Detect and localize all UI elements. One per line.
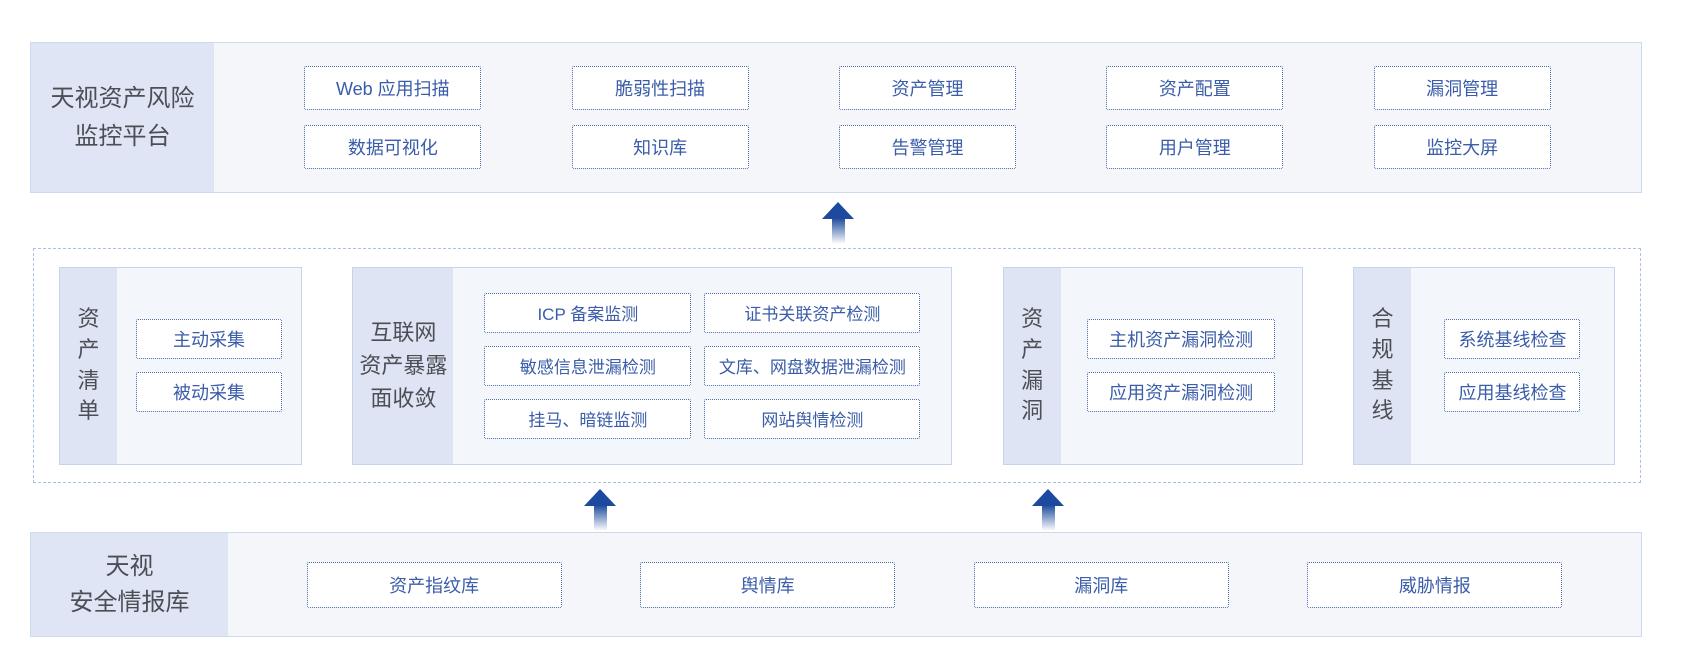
up-arrow-head bbox=[822, 202, 854, 219]
intel-base-title-line: 天视 bbox=[105, 552, 154, 580]
knowledge-base-chip: 知识库 bbox=[571, 125, 749, 169]
fragility-scan-chip: 脆弱性扫描 bbox=[571, 66, 749, 110]
asset-vuln-items: 主机资产漏洞检测 应用资产漏洞检测 bbox=[1061, 268, 1302, 464]
passive-collect-chip: 被动采集 bbox=[136, 372, 282, 412]
asset-inventory-group: 资产清单 主动采集 被动采集 bbox=[59, 266, 302, 465]
vuln-db-chip: 漏洞库 bbox=[973, 561, 1229, 608]
website-opinion-chip: 网站舆情检测 bbox=[704, 398, 921, 439]
platform-title-line: 天视资产风险 bbox=[50, 85, 195, 113]
platform-title: 天视资产风险 监控平台 bbox=[31, 43, 214, 192]
asset-vuln-group: 资产漏洞 主机资产漏洞检测 应用资产漏洞检测 bbox=[1002, 266, 1303, 465]
active-collect-chip: 主动采集 bbox=[136, 319, 282, 359]
asset-fingerprint-db-chip: 资产指纹库 bbox=[306, 561, 562, 608]
intel-base-title: 天视 安全情报库 bbox=[31, 533, 228, 636]
internet-exposure-label-line: 互联网 bbox=[370, 320, 437, 345]
intel-base-band: 天视 安全情报库 资产指纹库 舆情库 漏洞库 威胁情报 bbox=[30, 532, 1642, 637]
alert-mgmt-chip: 告警管理 bbox=[838, 125, 1016, 169]
up-arrow-head bbox=[1032, 489, 1064, 506]
platform-modules-row1: Web 应用扫描 脆弱性扫描 资产管理 资产配置 漏洞管理 bbox=[214, 66, 1641, 110]
compliance-baseline-group: 合规基线 系统基线检查 应用基线检查 bbox=[1352, 266, 1615, 465]
up-arrow-tail bbox=[1041, 505, 1055, 531]
up-arrow-icon bbox=[584, 489, 616, 531]
up-arrow-tail bbox=[831, 218, 845, 244]
threat-intel-chip: 威胁情报 bbox=[1307, 561, 1563, 608]
intel-base-title-line: 安全情报库 bbox=[69, 588, 190, 616]
vuln-mgmt-chip: 漏洞管理 bbox=[1373, 66, 1551, 110]
app-vuln-detect-chip: 应用资产漏洞检测 bbox=[1087, 372, 1276, 412]
system-baseline-chip: 系统基线检查 bbox=[1444, 319, 1581, 359]
up-arrow-tail bbox=[593, 505, 607, 531]
asset-inventory-items: 主动采集 被动采集 bbox=[117, 268, 301, 464]
platform-title-line: 监控平台 bbox=[74, 122, 171, 150]
user-mgmt-chip: 用户管理 bbox=[1106, 125, 1284, 169]
trojan-darklink-chip: 挂马、暗链监测 bbox=[484, 398, 692, 439]
compliance-baseline-items: 系统基线检查 应用基线检查 bbox=[1411, 268, 1614, 464]
opinion-db-chip: 舆情库 bbox=[640, 561, 896, 608]
monitor-screen-chip: 监控大屏 bbox=[1373, 125, 1551, 169]
asset-config-chip: 资产配置 bbox=[1106, 66, 1284, 110]
sensitive-info-leak-chip: 敏感信息泄漏检测 bbox=[484, 345, 692, 386]
internet-exposure-items: ICP 备案监测 证书关联资产检测 敏感信息泄漏检测 文库、网盘数据泄漏检测 挂… bbox=[453, 268, 951, 464]
asset-inventory-label: 资产清单 bbox=[60, 267, 117, 464]
netdisk-data-leak-chip: 文库、网盘数据泄漏检测 bbox=[704, 345, 921, 386]
icp-record-monitor-chip: ICP 备案监测 bbox=[484, 292, 692, 333]
internet-exposure-label: 互联网 资产暴露 面收敛 bbox=[353, 267, 454, 464]
app-baseline-chip: 应用基线检查 bbox=[1444, 372, 1581, 412]
platform-band: 天视资产风险 监控平台 Web 应用扫描 脆弱性扫描 资产管理 资产配置 漏洞管… bbox=[30, 42, 1642, 193]
compliance-baseline-label: 合规基线 bbox=[1353, 267, 1411, 464]
asset-vuln-label: 资产漏洞 bbox=[1003, 267, 1061, 464]
up-arrow-head bbox=[584, 489, 616, 506]
cert-related-asset-chip: 证书关联资产检测 bbox=[704, 292, 921, 333]
intel-base-items: 资产指纹库 舆情库 漏洞库 威胁情报 bbox=[228, 533, 1641, 636]
platform-modules-row2: 数据可视化 知识库 告警管理 用户管理 监控大屏 bbox=[214, 125, 1641, 169]
up-arrow-icon bbox=[822, 202, 854, 244]
internet-exposure-group: 互联网 资产暴露 面收敛 ICP 备案监测 证书关联资产检测 敏感信息泄漏检测 … bbox=[352, 266, 953, 465]
asset-mgmt-chip: 资产管理 bbox=[838, 66, 1016, 110]
internet-exposure-label-line: 面收敛 bbox=[370, 386, 437, 411]
up-arrow-icon bbox=[1032, 489, 1064, 531]
internet-exposure-label-line: 资产暴露 bbox=[359, 353, 448, 378]
data-viz-chip: 数据可视化 bbox=[304, 125, 482, 169]
platform-modules: Web 应用扫描 脆弱性扫描 资产管理 资产配置 漏洞管理 数据可视化 知识库 … bbox=[214, 43, 1641, 192]
host-vuln-detect-chip: 主机资产漏洞检测 bbox=[1087, 319, 1276, 359]
intel-base-row: 资产指纹库 舆情库 漏洞库 威胁情报 bbox=[228, 561, 1641, 608]
capability-layer: 资产清单 主动采集 被动采集 互联网 资产暴露 面收敛 ICP 备案监测 证书关… bbox=[33, 248, 1641, 483]
web-app-scan-chip: Web 应用扫描 bbox=[304, 66, 482, 110]
